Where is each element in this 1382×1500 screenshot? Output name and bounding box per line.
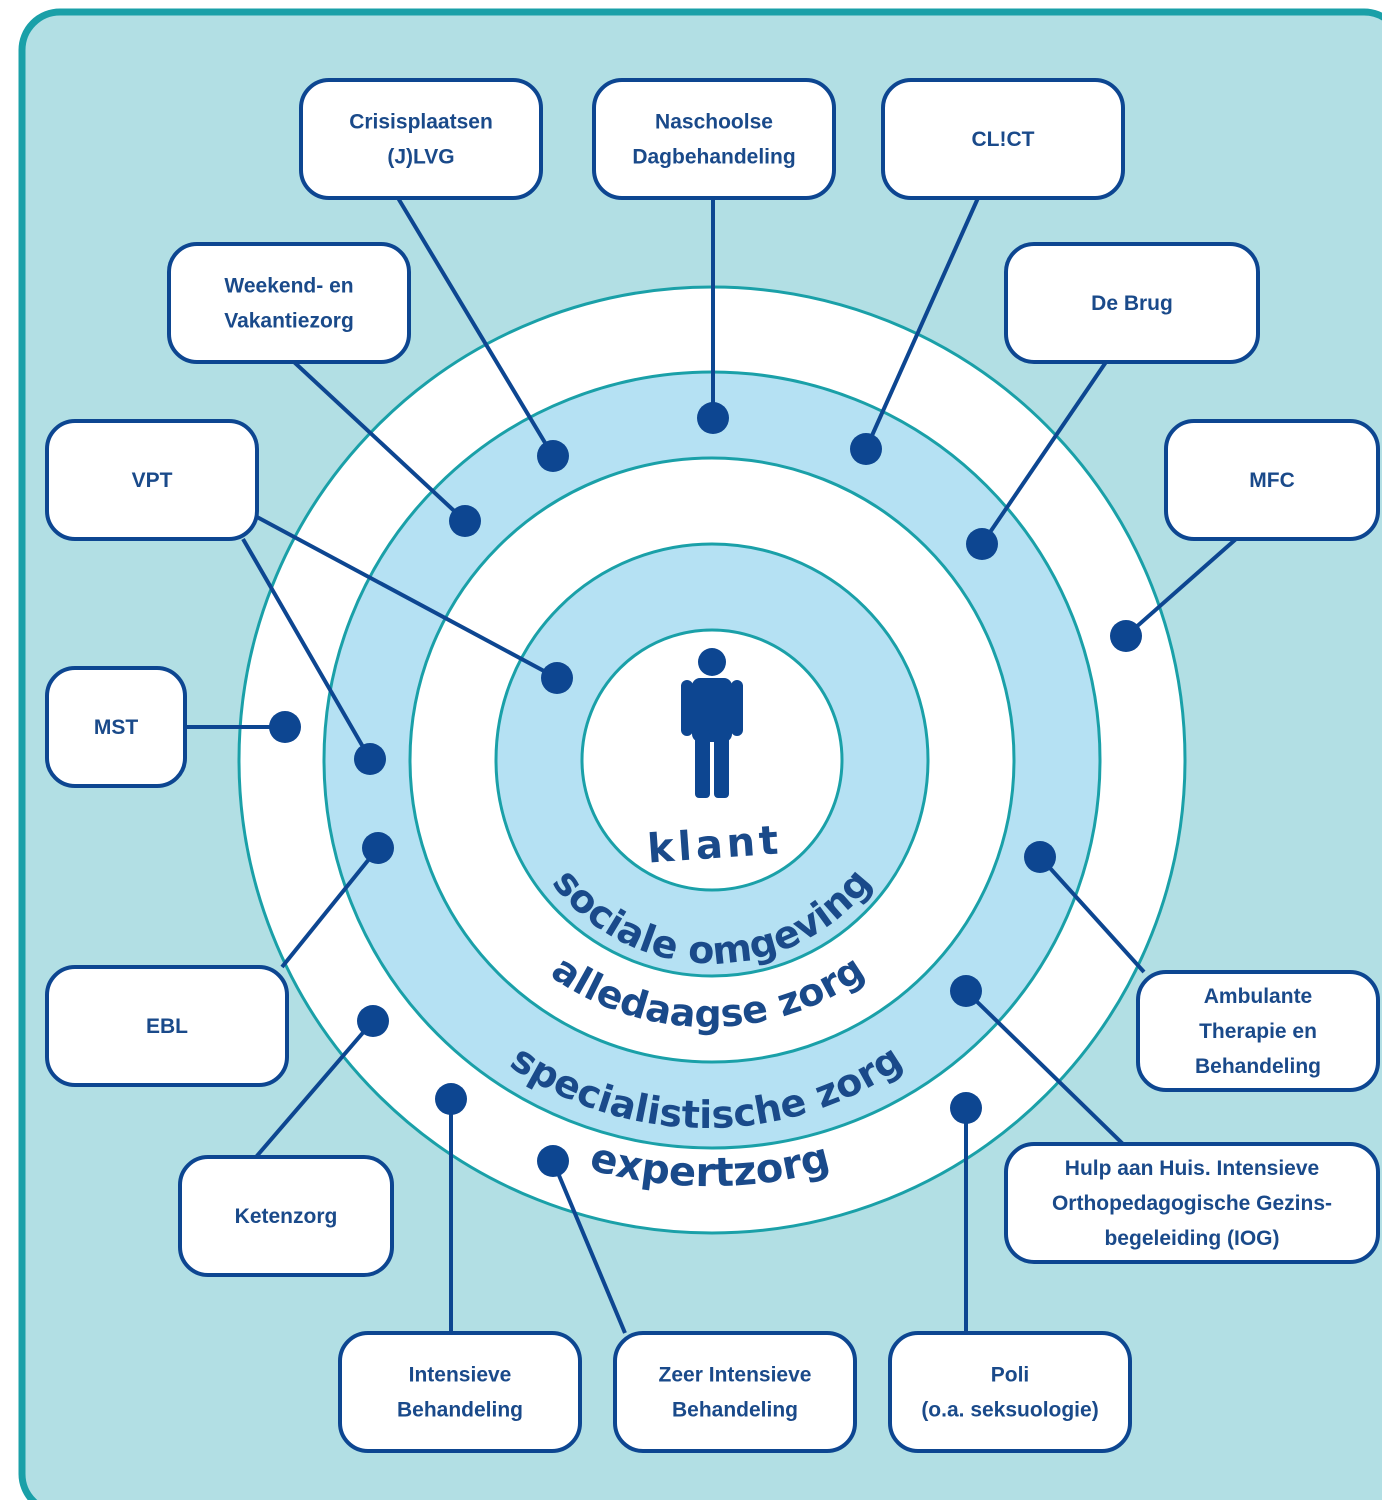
intensieve-label-line: Behandeling — [397, 1399, 523, 1422]
ebl-box-frame — [45, 965, 289, 1087]
weekend-connector-dot — [449, 505, 481, 537]
ambulante-label-line: Therapie en — [1199, 1020, 1317, 1043]
service-box-ketenzorg[interactable]: Ketenzorg — [178, 1155, 394, 1277]
mst-box-frame — [45, 666, 187, 788]
hulp-box-frame — [1004, 1142, 1380, 1264]
concentric-rings — [237, 285, 1187, 1235]
intensieve-connector-dot — [435, 1083, 467, 1115]
vpt-connector-dot — [541, 662, 573, 694]
zeer-label-line: Behandeling — [672, 1399, 798, 1422]
ebl-connector-line — [280, 846, 380, 969]
mfc-connector-line — [1124, 537, 1238, 638]
service-box-weekend[interactable]: Weekend- en Vakantiezorg — [167, 242, 411, 364]
center-label: klant — [646, 817, 784, 872]
mfc-box-frame — [1164, 419, 1380, 541]
ebl-label-line: EBL — [146, 1015, 188, 1038]
poli-label-line: (o.a. seksuologie) — [921, 1399, 1098, 1422]
person-icon — [681, 648, 743, 798]
debrug-label-line: De Brug — [1091, 292, 1173, 315]
hulp-connector-dot — [950, 975, 982, 1007]
ambulante-label-line: Behandeling — [1195, 1055, 1321, 1078]
ambulante-label-line: Ambulante — [1204, 985, 1313, 1008]
service-box-clict[interactable]: CL!CT — [881, 78, 1125, 200]
zeer-label-line: Zeer Intensieve — [659, 1364, 812, 1387]
ring-klant — [580, 628, 844, 892]
vpt-connector-dot-2 — [354, 743, 386, 775]
debrug-connector-dot — [966, 528, 998, 560]
clict-label-line: CL!CT — [972, 128, 1035, 151]
naschoolse-connector-dot — [697, 402, 729, 434]
service-box-debrug[interactable]: De Brug — [1004, 242, 1260, 364]
hulp-label-line: Orthopedagogische Gezins- — [1052, 1192, 1332, 1215]
vpt-connector-line-2 — [241, 538, 372, 760]
ebl-connector-dot — [362, 832, 394, 864]
ketenzorg-label-line: Ketenzorg — [235, 1205, 338, 1228]
debrug-connector-line — [980, 360, 1108, 546]
naschoolse-label-line: Naschoolse — [655, 111, 773, 134]
intensieve-label-line: Intensieve — [409, 1364, 512, 1387]
clict-box-frame — [881, 78, 1125, 200]
service-box-ebl[interactable]: EBL — [45, 965, 289, 1087]
hulp-label-line: Hulp aan Huis. Intensieve — [1065, 1157, 1319, 1180]
ketenzorg-connector-line — [254, 1019, 375, 1159]
zeer-connector-line — [551, 1160, 627, 1334]
connector-dots — [269, 402, 1142, 1177]
service-box-mfc[interactable]: MFC — [1164, 419, 1380, 541]
service-box-hulp[interactable]: Hulp aan Huis. IntensieveOrthopedagogisc… — [1004, 1142, 1380, 1264]
mfc-label-line: MFC — [1249, 469, 1295, 492]
clict-connector-dot — [850, 433, 882, 465]
zeer-box-frame — [613, 1331, 857, 1453]
service-box-poli[interactable]: Poli (o.a. seksuologie) — [888, 1331, 1132, 1453]
ambulante-box-frame — [1136, 970, 1380, 1092]
debrug-box-frame — [1004, 242, 1260, 364]
connector-lines — [185, 196, 1238, 1334]
mfc-connector-dot — [1110, 620, 1142, 652]
crisisplaatsen-label-line: Crisisplaatsen — [349, 111, 493, 134]
weekend-box-frame — [167, 242, 411, 364]
clict-connector-line — [864, 197, 980, 450]
zeer-connector-dot — [537, 1145, 569, 1177]
naschoolse-label-line: Dagbehandeling — [632, 146, 795, 169]
intensieve-box-frame — [338, 1331, 582, 1453]
vpt-box-frame — [45, 419, 259, 541]
weekend-label-line: Vakantiezorg — [224, 310, 354, 333]
weekend-connector-line — [292, 360, 467, 523]
naschoolse-box-frame — [592, 78, 836, 200]
service-box-crisisplaatsen[interactable]: Crisisplaatsen (J)LVG — [299, 78, 543, 200]
hulp-connector-line — [964, 989, 1125, 1146]
weekend-label-line: Weekend- en — [224, 275, 353, 298]
vpt-connector-line — [256, 515, 558, 680]
mst-connector-dot — [269, 711, 301, 743]
ambulante-connector-line — [1038, 855, 1146, 974]
mst-label-line: MST — [94, 716, 139, 739]
crisisplaatsen-connector-dot — [537, 440, 569, 472]
crisisplaatsen-box-frame — [299, 78, 543, 200]
ketenzorg-box-frame — [178, 1155, 394, 1277]
ketenzorg-connector-dot — [357, 1005, 389, 1037]
service-box-mst[interactable]: MST — [45, 666, 187, 788]
service-boxes: Crisisplaatsen (J)LVG NaschoolseDagbehande… — [45, 78, 1380, 1453]
poli-connector-dot — [950, 1092, 982, 1124]
poli-box-frame — [888, 1331, 1132, 1453]
crisisplaatsen-connector-line — [396, 196, 555, 458]
hulp-label-line: begeleiding (IOG) — [1104, 1227, 1279, 1250]
service-box-vpt[interactable]: VPT — [45, 419, 259, 541]
ambulante-connector-dot — [1024, 841, 1056, 873]
crisisplaatsen-label-line: (J)LVG — [387, 146, 454, 169]
vpt-label-line: VPT — [132, 469, 173, 492]
poli-label-line: Poli — [991, 1364, 1030, 1387]
